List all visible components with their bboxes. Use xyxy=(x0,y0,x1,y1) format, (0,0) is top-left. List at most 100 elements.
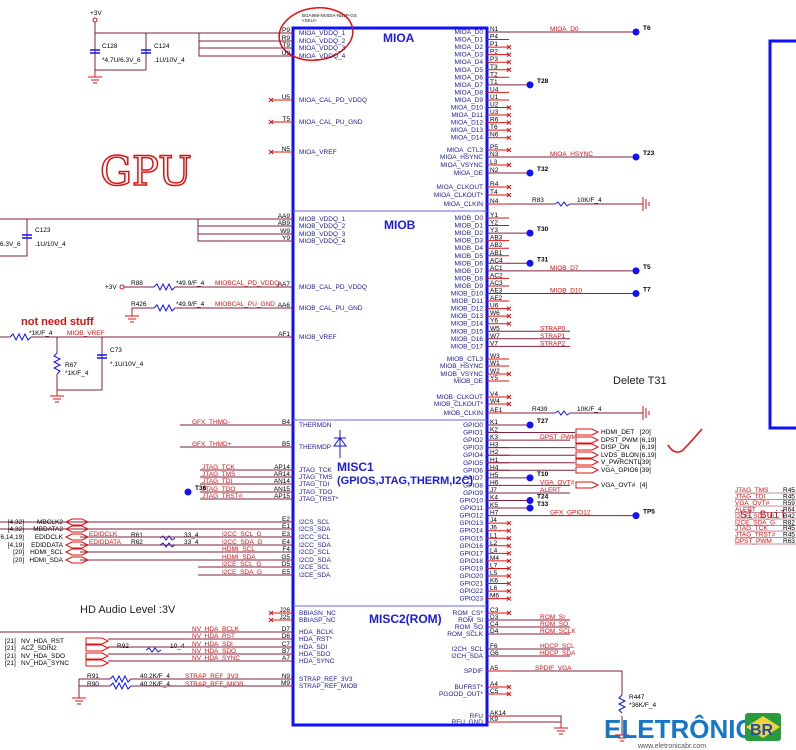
offpage-connector[interactable]: DPST_PWM[6,19] xyxy=(575,436,656,444)
thermal-diode-icon xyxy=(333,430,347,458)
offpage-connector[interactable]: HDMI_SDA[20] xyxy=(13,556,293,564)
pin-number: AC3 xyxy=(490,280,503,287)
res-ref: R67 xyxy=(65,362,77,369)
pin-name: MIOA_D11 xyxy=(451,112,483,119)
pin-name: MIOB_VSYNC xyxy=(440,371,483,378)
test-point-icon[interactable] xyxy=(632,153,640,161)
net-label: MIOB_D7 xyxy=(550,265,579,272)
pin-number: AC4 xyxy=(490,257,503,264)
si-ref: R63 xyxy=(783,538,795,545)
pin-name: BBIASP_NC xyxy=(299,617,336,624)
capacitor-c128-icon xyxy=(90,49,100,54)
test-point-icon[interactable] xyxy=(526,474,534,482)
test-point-icon[interactable] xyxy=(526,504,534,512)
no-connect-icon xyxy=(506,684,512,690)
offpage-connector[interactable]: LVDS_BLON[6,19] xyxy=(575,451,656,459)
no-connect-icon xyxy=(506,610,512,616)
pin-number: L4 xyxy=(490,547,498,554)
test-point-icon[interactable] xyxy=(526,229,534,237)
test-point-icon[interactable] xyxy=(632,290,640,297)
offpage-connector[interactable]: DISP_ON[6,19] xyxy=(575,443,656,451)
offpage-connector[interactable]: HDMI_DET[20] xyxy=(575,428,651,436)
pin-name: ROM_CS* xyxy=(453,610,484,617)
pin-name: MIOA_D8 xyxy=(454,89,483,96)
si-net: JTAG_TRST# xyxy=(735,532,776,539)
no-connect-icon xyxy=(268,617,274,623)
offpage-connector[interactable]: EDIDCLK[6,14,19]EDIDCLK xyxy=(0,531,160,541)
pin-number: AB9 xyxy=(278,220,291,227)
pin-name: JTAG_TRST* xyxy=(299,496,339,503)
pin-number: E2 xyxy=(282,516,290,523)
pin-name: GPIO11 xyxy=(460,505,483,512)
pin-name: MIOA_D1 xyxy=(454,37,483,44)
test-point-icon[interactable] xyxy=(526,169,534,177)
offpage-connector[interactable]: MBDATA2[4,32] xyxy=(8,525,293,533)
offpage-connector[interactable]: NV_HDA_RST[21] xyxy=(5,637,110,645)
pin-number: AF1 xyxy=(278,331,290,338)
pin-name: I2CC_SDA xyxy=(299,542,331,549)
si-net: I2CE_SCL_G xyxy=(735,513,774,520)
pin-number: AE1 xyxy=(490,407,503,414)
pin-number: A7 xyxy=(282,655,290,662)
test-point-icon[interactable] xyxy=(632,267,640,275)
test-point-label: T24 xyxy=(537,494,549,501)
test-point-label: T36 xyxy=(195,485,207,492)
si-ref: R42 xyxy=(783,513,795,520)
offpage-connector[interactable]: EDIDDATA[4,19]EDIDDATA xyxy=(8,539,160,549)
pin-name: I2CS_SCL xyxy=(299,519,330,526)
resistor-r92-icon xyxy=(145,647,162,653)
test-point-icon[interactable] xyxy=(184,488,192,496)
offpage-net-name: V_PWRCNTL xyxy=(601,459,641,466)
offpage-net-name: MBDATA2 xyxy=(33,526,63,533)
pin-number: Y3 xyxy=(490,227,498,234)
pin-number: U1 xyxy=(490,94,499,101)
pin-name: GPIO1 xyxy=(463,430,483,437)
cap-ref: C128 xyxy=(102,43,118,50)
offpage-connector[interactable]: NV_HDA_SDO[21] xyxy=(5,652,110,660)
offpage-connector[interactable]: ACZ_SDIN2[21] xyxy=(5,644,110,652)
offpage-sheet-ref: [6,19] xyxy=(640,452,656,459)
pin-name: MIOB_VDDQ_1 xyxy=(299,216,346,223)
offpage-connector[interactable]: HDMI_SCL[20] xyxy=(13,548,293,556)
offpage-connector[interactable]: MBCLK2[4,32] xyxy=(8,518,293,526)
offpage-connector[interactable]: NV_HDA_SYNC[21] xyxy=(5,659,110,667)
pin-number: J4 xyxy=(490,517,497,524)
test-point-icon[interactable] xyxy=(632,28,640,36)
net-label: SPDIF_VGA xyxy=(535,665,572,672)
offpage-connector[interactable]: VGA_GPIO6[39] xyxy=(575,466,651,474)
pin-name: GPIO23 xyxy=(460,596,484,603)
test-point-icon[interactable] xyxy=(526,81,534,89)
pin-name: MIOB_DE xyxy=(454,378,484,385)
resistor-r90-icon xyxy=(109,681,132,691)
test-point-icon[interactable] xyxy=(526,259,534,267)
test-point-icon[interactable] xyxy=(632,512,640,520)
si-ref: R59 xyxy=(783,500,795,507)
offpage-connector[interactable]: V_PWRCNTL[39] xyxy=(575,458,651,466)
test-point-icon[interactable] xyxy=(526,421,534,429)
pin-name: MIOA_VREF xyxy=(299,149,337,156)
net-label: GFX_THMD- xyxy=(192,419,230,426)
offpage-connector[interactable]: VGA_OVT#[4] xyxy=(575,481,647,489)
no-connect-icon xyxy=(506,105,512,110)
pin-number: B4 xyxy=(282,419,290,426)
pin-number: D4 xyxy=(490,628,499,635)
test-point-icon[interactable] xyxy=(526,497,534,504)
net-label: HDMI_SCL xyxy=(222,546,255,553)
